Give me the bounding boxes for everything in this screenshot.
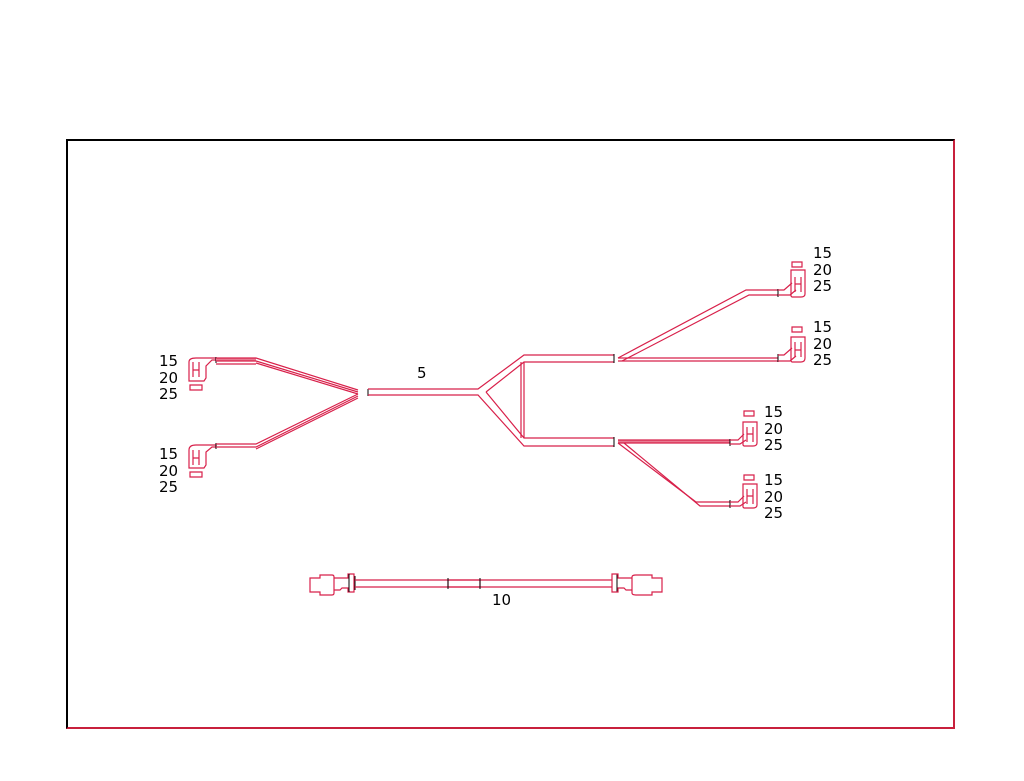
wire-right-3 (618, 433, 747, 446)
length-option: 15 (813, 244, 833, 262)
drawing-frame (66, 139, 955, 729)
length-options-right-4: 15 20 25 (764, 472, 783, 522)
length-option: 15 (813, 318, 833, 336)
length-option: 15 (159, 445, 179, 463)
length-option: 20 (159, 461, 179, 480)
length-options-left-bottom: 15 20 25 (159, 446, 178, 496)
connector-right-2-icon (790, 326, 806, 363)
length-option: 25 (764, 504, 784, 522)
length-option: 20 (813, 260, 833, 279)
wire-left-bottom (216, 393, 359, 450)
connector-right-1-icon (790, 261, 806, 298)
length-option: 25 (159, 478, 179, 496)
length-options-right-2: 15 20 25 (813, 319, 832, 369)
length-option: 15 (764, 403, 784, 421)
length-option: 20 (813, 334, 833, 353)
connector-right-4-icon (742, 474, 758, 509)
trunk-wire (367, 354, 615, 447)
length-option: 20 (764, 487, 784, 506)
length-option: 15 (159, 352, 179, 370)
callout-harness: 5 (417, 364, 427, 382)
length-options-right-1: 15 20 25 (813, 245, 832, 295)
connector-left-bottom-icon (188, 443, 217, 478)
connector-right-3-icon (742, 410, 758, 447)
length-option: 25 (764, 436, 784, 454)
length-option: 25 (813, 277, 833, 295)
length-option: 25 (159, 385, 179, 403)
length-options-right-3: 15 20 25 (764, 404, 783, 454)
length-option: 20 (764, 419, 784, 438)
wire-right-4 (617, 442, 747, 508)
length-options-left-top: 15 20 25 (159, 353, 178, 403)
extension-cable (309, 573, 663, 596)
callout-cable: 10 (492, 591, 512, 609)
length-option: 25 (813, 351, 833, 369)
length-option: 20 (159, 368, 179, 387)
wire-left-top (216, 357, 359, 395)
wire-right-2 (618, 347, 797, 362)
wire-right-1 (617, 282, 797, 362)
length-option: 15 (764, 471, 784, 489)
connector-left-top-icon (188, 357, 217, 391)
